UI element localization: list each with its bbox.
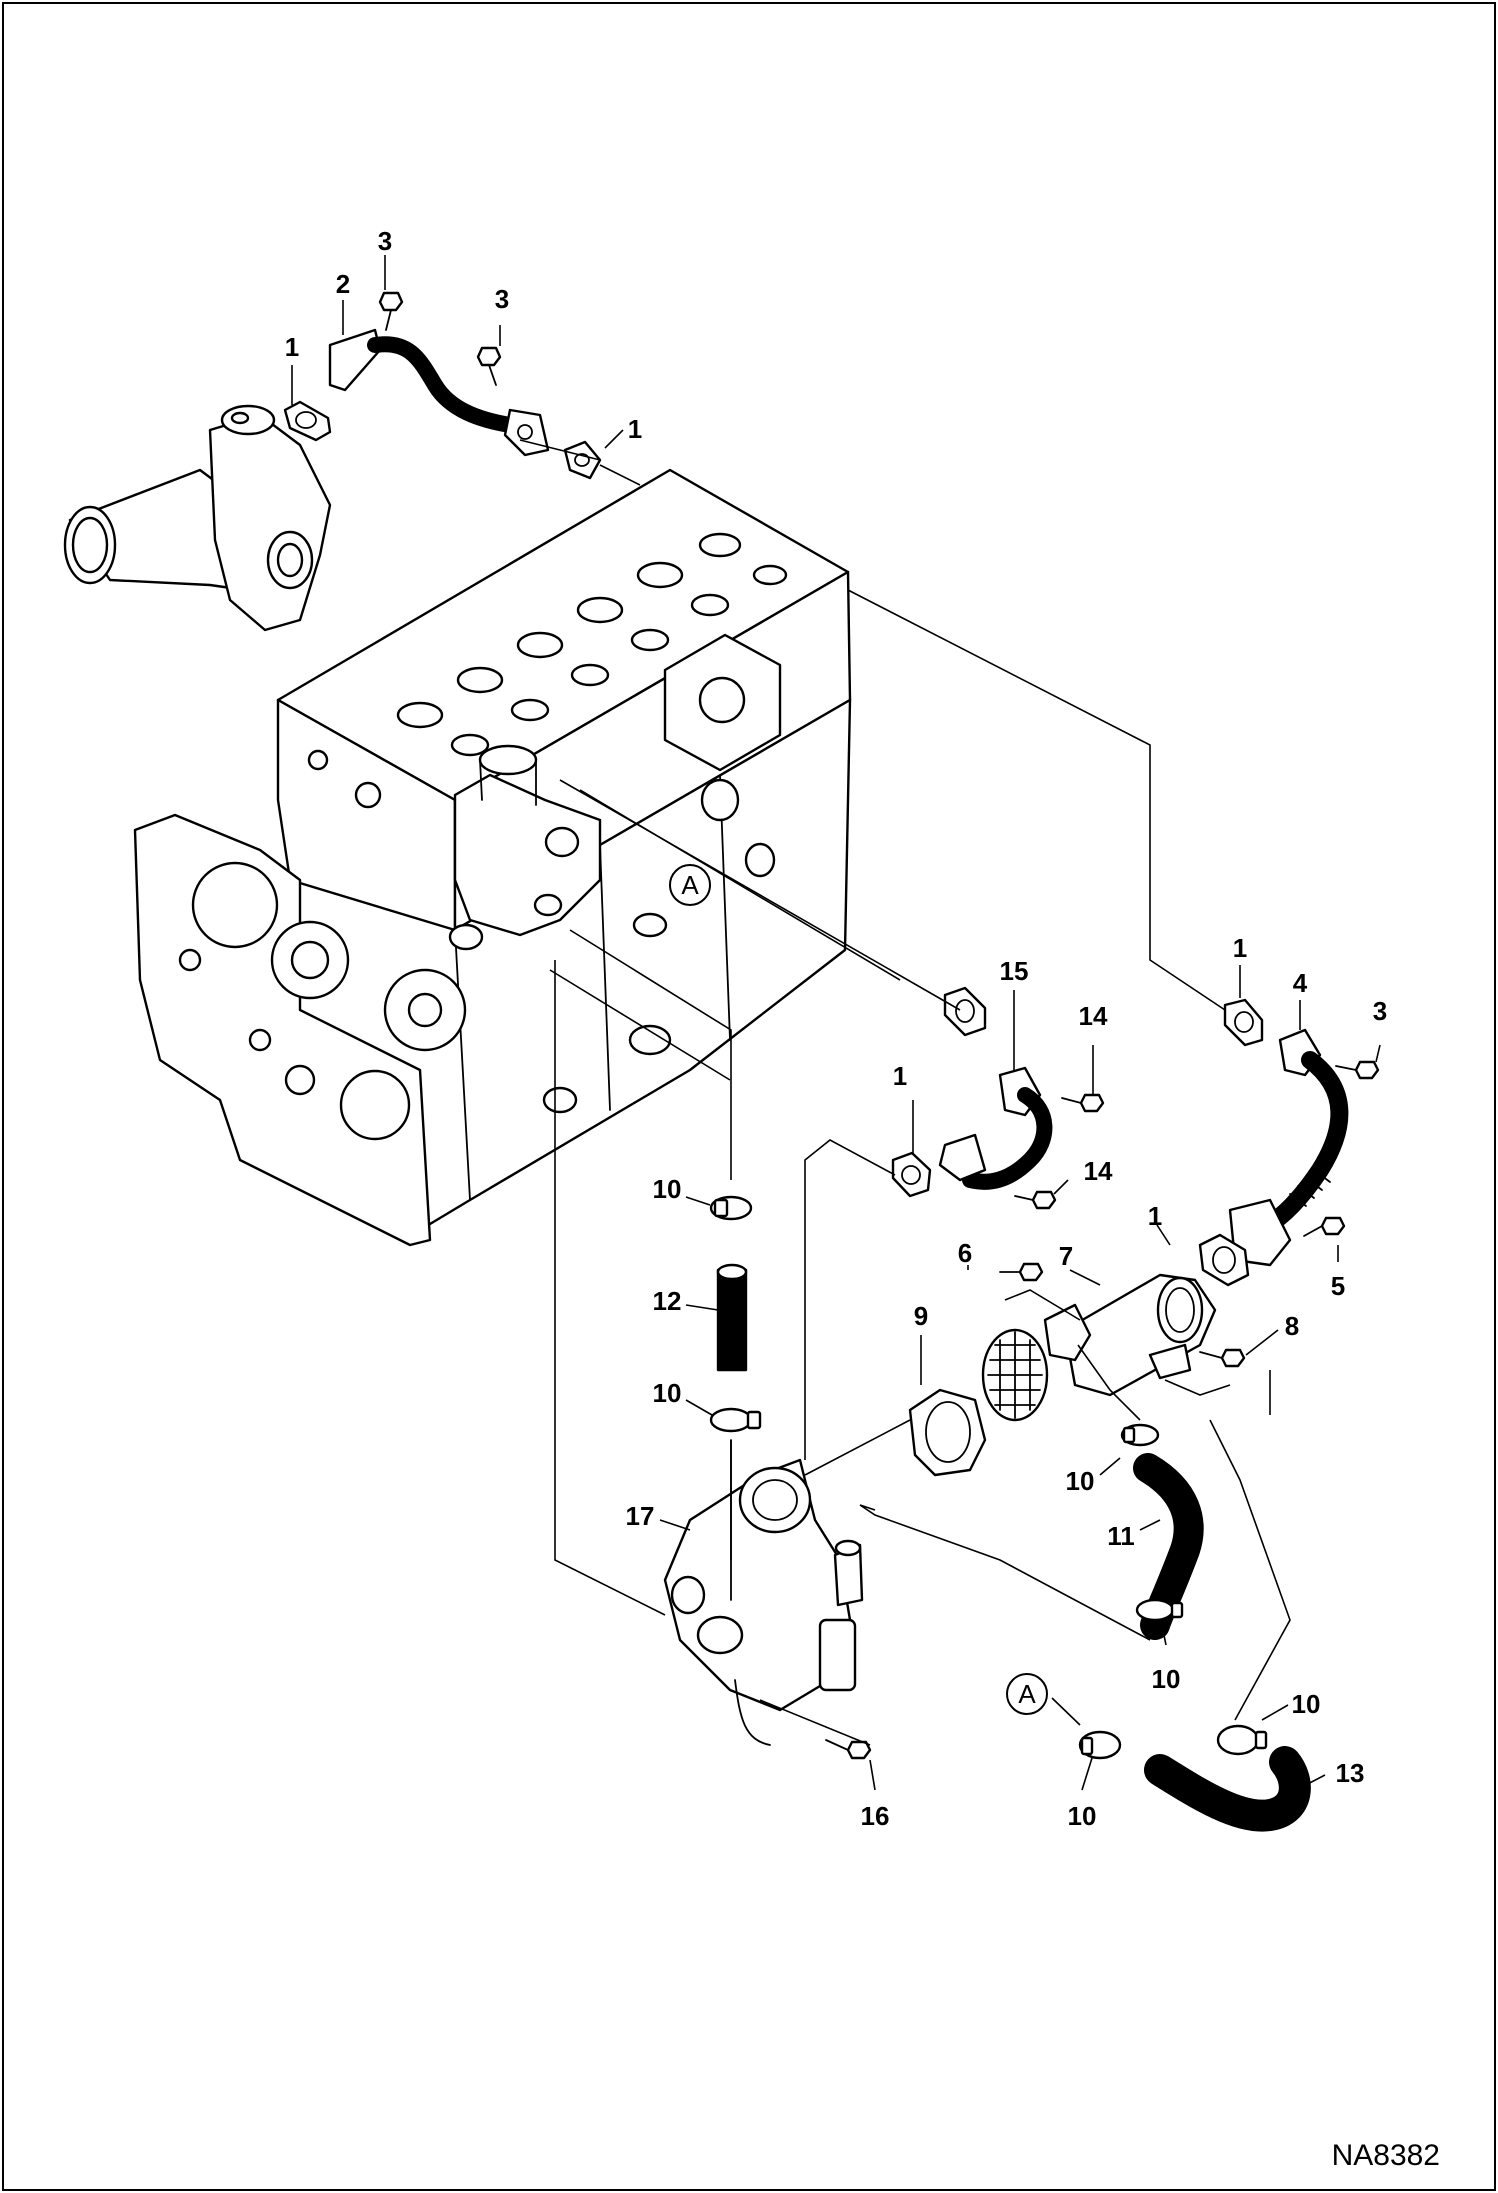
bolt-5 xyxy=(1303,1216,1346,1237)
bolt-8 xyxy=(1199,1348,1246,1368)
hose-13 xyxy=(1144,1746,1311,1832)
clamp-10d xyxy=(1135,1598,1184,1622)
callout-7: 7 xyxy=(1059,1241,1073,1271)
gasket-1e xyxy=(1198,1233,1250,1287)
callout-13: 13 xyxy=(1336,1758,1365,1788)
callout-14a: 14 xyxy=(1079,1001,1108,1031)
callout-12: 12 xyxy=(653,1286,682,1316)
coolant-outlet-elbow xyxy=(63,404,332,632)
callout-5: 5 xyxy=(1331,1271,1345,1301)
front-water-housing xyxy=(453,773,602,937)
callout-1c: 1 xyxy=(1233,933,1247,963)
callout-4: 4 xyxy=(1293,968,1308,998)
gasket-1c xyxy=(1223,998,1264,1047)
callout-17: 17 xyxy=(626,1501,655,1531)
hose-12 xyxy=(716,1263,748,1372)
figure-id: NA8382 xyxy=(1332,2139,1440,2172)
callouts: 3 2 3 1 1 1 4 3 15 14 1 14 10 12 10 1 6 … xyxy=(285,226,1387,1831)
bolt-6 xyxy=(999,1262,1044,1282)
callout-10f: 10 xyxy=(1068,1801,1097,1831)
bolt-16 xyxy=(825,1739,872,1760)
head-ports xyxy=(307,532,788,809)
callout-1a: 1 xyxy=(285,332,299,362)
return-pipe-2 xyxy=(328,328,550,457)
callout-8: 8 xyxy=(1285,1311,1299,1341)
callout-leaders xyxy=(291,255,1381,1791)
egr-pipe-15 xyxy=(938,1066,1053,1190)
gasket-1b xyxy=(563,440,602,480)
ref-a-2-text: A xyxy=(1018,1679,1036,1709)
callout-3a: 3 xyxy=(378,226,392,256)
callout-10d: 10 xyxy=(1152,1664,1181,1694)
bolt-3c xyxy=(1335,1060,1380,1080)
gasket-1d-top xyxy=(943,986,987,1037)
gasket-9 xyxy=(908,1388,987,1477)
egr-valve-17 xyxy=(663,1439,864,1746)
callout-10e: 10 xyxy=(1292,1689,1321,1719)
callout-16: 16 xyxy=(861,1801,890,1831)
callout-1d: 1 xyxy=(893,1061,907,1091)
callout-2: 2 xyxy=(336,269,350,299)
callout-14b: 14 xyxy=(1084,1156,1113,1186)
engine-block xyxy=(133,468,852,1247)
callout-1e: 1 xyxy=(1148,1201,1162,1231)
ref-a-1-text: A xyxy=(681,870,699,900)
egr-mesh-plate xyxy=(981,1328,1049,1422)
manifold-port xyxy=(698,676,746,724)
gasket-1d xyxy=(891,1151,932,1198)
housing-outlet-top xyxy=(478,744,538,776)
clamp-10e xyxy=(1216,1724,1268,1756)
callout-9: 9 xyxy=(914,1301,928,1331)
bolt-3b xyxy=(476,346,502,386)
reference-marker-a-hose: A xyxy=(1006,1673,1048,1715)
clamp-10f xyxy=(1078,1730,1122,1760)
bolt-14a xyxy=(1061,1093,1105,1113)
clamp-10c xyxy=(1120,1423,1160,1447)
routing-lines xyxy=(519,439,1291,1746)
bolt-14b xyxy=(1014,1190,1057,1210)
clamp-10b xyxy=(709,1407,762,1433)
gasket-1a xyxy=(283,400,332,442)
clamp-10a xyxy=(709,1195,753,1221)
bolt-3a xyxy=(378,291,404,331)
reference-marker-a-engine: A xyxy=(669,864,711,906)
callout-11: 11 xyxy=(1107,1521,1135,1551)
callout-6: 6 xyxy=(958,1238,972,1268)
front-cover-boss xyxy=(191,861,279,949)
callout-10b: 10 xyxy=(653,1378,682,1408)
callout-1b: 1 xyxy=(628,414,642,444)
callout-3c: 3 xyxy=(1373,996,1387,1026)
callout-15: 15 xyxy=(1000,956,1029,986)
egr-cooler-7 xyxy=(1043,1273,1217,1397)
callout-10a: 10 xyxy=(653,1174,682,1204)
callout-3b: 3 xyxy=(495,284,509,314)
callout-10c: 10 xyxy=(1066,1466,1095,1496)
